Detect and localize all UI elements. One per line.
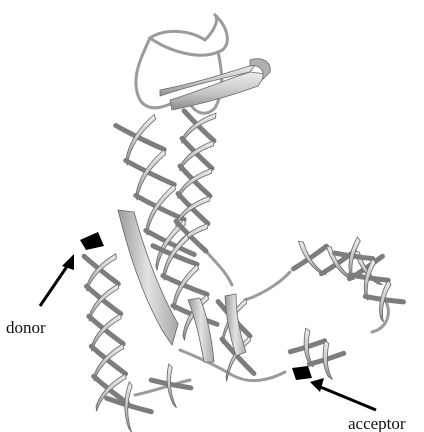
helix-bottom-mid [151,364,191,408]
right-link [245,272,290,300]
donor-site-marker [80,232,104,250]
donor-arrow [40,254,74,306]
helix-bottom-left [107,382,152,432]
acceptor-site-marker [292,366,312,380]
helix-donor [84,254,128,412]
top-beta-hairpin [160,59,270,110]
acceptor-arrow [310,378,376,410]
donor-label: donor [6,318,46,337]
alpha-helices [84,111,403,432]
mid-coil [205,250,232,285]
acceptor-label: acceptor [348,414,406,432]
helix-central-right [174,111,216,254]
helix-right-far [335,237,404,322]
top-loop [150,14,227,55]
top-loop-left [136,38,182,108]
beta-strand-2 [188,298,214,362]
